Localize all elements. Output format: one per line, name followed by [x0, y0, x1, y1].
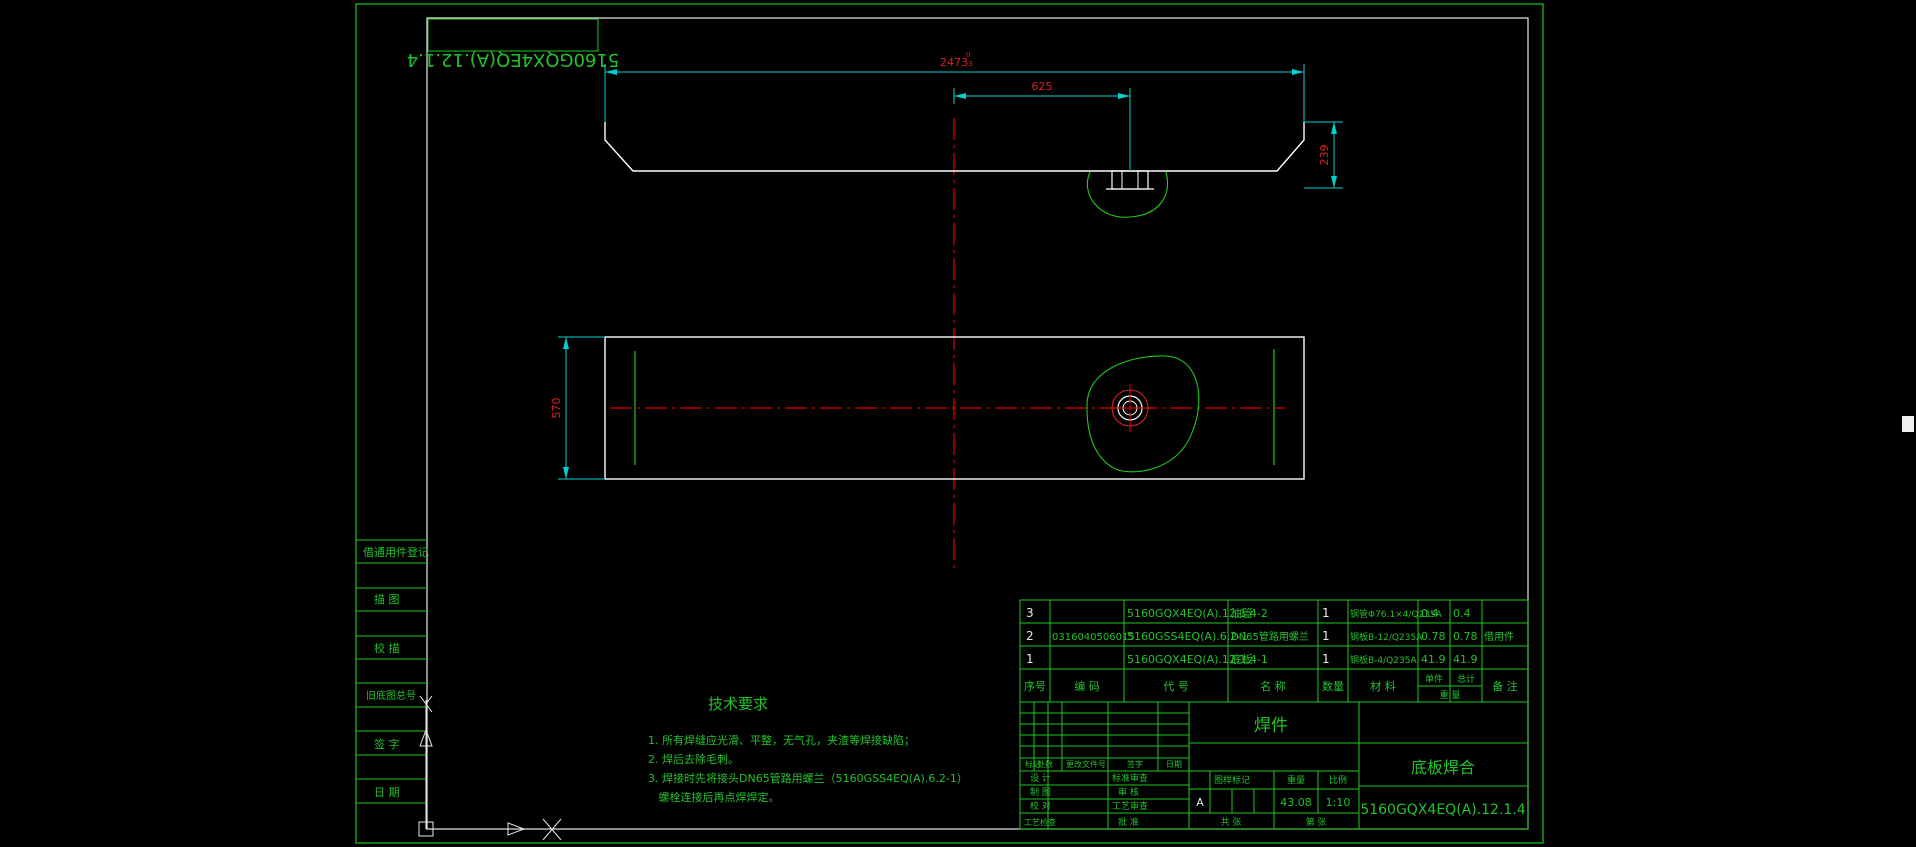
pipe-fitting [1111, 170, 1149, 190]
mirrored-stamp-box [427, 18, 599, 52]
svg-text:0.78: 0.78 [1453, 630, 1478, 643]
dim-total-length: 2473 [940, 56, 968, 69]
svg-text:5160GSS4EQ(A).6.2-1: 5160GSS4EQ(A).6.2-1 [1127, 630, 1248, 643]
svg-text:底板: 底板 [1231, 652, 1253, 666]
tech-item-1: 1. 所有焊缝应光滑、平整，无气孔，夹渣等焊接缺陷； [648, 733, 915, 747]
svg-text:图样标记: 图样标记 [1214, 774, 1250, 786]
svg-text:日期: 日期 [1166, 760, 1182, 769]
svg-text:序号: 序号 [1024, 679, 1046, 693]
svg-text:处数: 处数 [1037, 759, 1053, 769]
detail-cloud-top [1086, 171, 1168, 218]
svg-text:总计: 总计 [1457, 673, 1475, 685]
base-plate-plan [604, 336, 1305, 480]
svg-text:名 称: 名 称 [1260, 679, 1286, 693]
strip-label-3: 校 描 [374, 641, 400, 655]
svg-text:备 注: 备 注 [1492, 679, 1518, 693]
svg-text:1: 1 [1322, 629, 1330, 643]
svg-text:校 对: 校 对 [1030, 800, 1051, 812]
svg-text:钢管Φ76.1×4/Q235A: 钢管Φ76.1×4/Q235A [1350, 608, 1443, 620]
ucs-icon [418, 695, 562, 841]
svg-text:2: 2 [1026, 629, 1034, 643]
tech-item-2: 2. 焊后去除毛刺。 [648, 752, 739, 766]
detail-cloud-plan [1086, 355, 1200, 473]
dim-height: 239 [1318, 145, 1331, 166]
svg-text:数量: 数量 [1322, 680, 1344, 693]
svg-text:工艺审查: 工艺审查 [1112, 800, 1148, 812]
strip-label-6: 日 期 [374, 786, 400, 799]
svg-text:编 码: 编 码 [1074, 679, 1100, 693]
title-block-grid [1019, 701, 1529, 830]
tech-item-4: 螺栓连接后再点焊焊定。 [648, 790, 780, 804]
svg-text:0.78: 0.78 [1421, 630, 1446, 643]
svg-text:审 核: 审 核 [1118, 786, 1139, 798]
bom-row-1: 1 5160GQX4EQ(A).12.1.4-1 底板 1 钢板B-4/Q235… [1026, 652, 1478, 666]
svg-text:批 准: 批 准 [1118, 816, 1139, 828]
tank-side-profile [604, 122, 1305, 172]
title-type: 焊件 [1254, 716, 1288, 736]
strip-label-2: 描 图 [374, 592, 400, 606]
bom-header: 序号 编 码 代 号 名 称 数量 材 料 单件 总计 重 量 备 注 [1024, 673, 1518, 701]
tech-requirements-title: 技术要求 [708, 695, 768, 713]
svg-text:DN65管路用螺兰: DN65管路用螺兰 [1231, 630, 1309, 643]
mirrored-drawing-number: 5160GQX4EQ(A).12.1.4 [407, 49, 620, 70]
svg-text:设 计: 设 计 [1030, 772, 1051, 784]
vertical-scrollbar-thumb[interactable] [1902, 416, 1914, 432]
inner-drawing-frame [426, 17, 1529, 830]
strip-label-1: 借通用件登记 [363, 545, 429, 559]
bom-row-2: 2 0316040506015 5160GSS4EQ(A).6.2-1 DN65… [1026, 629, 1514, 643]
svg-text:钢板B-12/Q235A: 钢板B-12/Q235A [1350, 631, 1423, 643]
svg-text:重 量: 重 量 [1440, 689, 1461, 701]
title-weight: 43.08 [1280, 796, 1312, 809]
svg-text:借用件: 借用件 [1484, 631, 1514, 643]
svg-text:5160GQX4EQ(A).12.1.4-1: 5160GQX4EQ(A).12.1.4-1 [1127, 653, 1268, 666]
svg-text:签字: 签字 [1127, 759, 1143, 769]
svg-text:1: 1 [1026, 652, 1034, 666]
svg-text:1: 1 [1322, 606, 1330, 620]
dim-total-length-tol: 0 [966, 51, 970, 59]
svg-text:0316040506015: 0316040506015 [1052, 632, 1135, 643]
tech-item-3: 3. 焊接时先将接头DN65管路用螺兰（5160GSS4EQ(A).6.2-1） [648, 771, 968, 785]
svg-text:制 图: 制 图 [1030, 786, 1051, 798]
bom-grid [1019, 599, 1529, 703]
svg-text:5160GQX4EQ(A).12.1.4-2: 5160GQX4EQ(A).12.1.4-2 [1127, 607, 1268, 620]
strip-label-5: 签 字 [374, 737, 400, 751]
title-mark: A [1196, 796, 1204, 809]
svg-text:钢板B-4/Q235A: 钢板B-4/Q235A [1350, 654, 1417, 666]
bom-row-3: 3 5160GQX4EQ(A).12.1.4-2 油管 1 钢管Φ76.1×4/… [1026, 606, 1471, 620]
svg-text:第 张: 第 张 [1306, 816, 1327, 828]
svg-text:共 张: 共 张 [1221, 817, 1242, 828]
svg-text:41.9: 41.9 [1453, 653, 1478, 666]
svg-text:0.4: 0.4 [1453, 607, 1471, 620]
svg-text:工艺检查: 工艺检查 [1024, 817, 1056, 827]
svg-text:比例: 比例 [1329, 774, 1347, 786]
outer-sheet-border [355, 3, 1544, 844]
svg-text:更改文件号: 更改文件号 [1066, 759, 1106, 769]
svg-text:油管: 油管 [1231, 606, 1253, 620]
title-part-name: 底板焊合 [1411, 758, 1475, 777]
title-drawing-number: 5160GQX4EQ(A).12.1.4 [1360, 802, 1525, 818]
svg-text:标记: 标记 [1025, 759, 1041, 769]
strip-label-4: 旧底图总号 [366, 689, 416, 702]
dim-offset: 625 [1032, 80, 1053, 93]
left-record-strip [356, 539, 427, 804]
svg-text:重量: 重量 [1287, 774, 1305, 786]
svg-text:41.9: 41.9 [1421, 653, 1446, 666]
title-scale: 1:10 [1326, 796, 1351, 809]
svg-text:0.4: 0.4 [1421, 607, 1439, 620]
svg-text:代 号: 代 号 [1163, 680, 1189, 693]
dim-width: 570 [550, 398, 563, 419]
svg-text:-3: -3 [966, 60, 973, 68]
svg-text:3: 3 [1026, 606, 1034, 620]
svg-text:1: 1 [1322, 652, 1330, 666]
svg-text:单件: 单件 [1425, 673, 1443, 685]
svg-text:标准审查: 标准审查 [1112, 772, 1148, 784]
svg-text:材 料: 材 料 [1370, 679, 1396, 693]
